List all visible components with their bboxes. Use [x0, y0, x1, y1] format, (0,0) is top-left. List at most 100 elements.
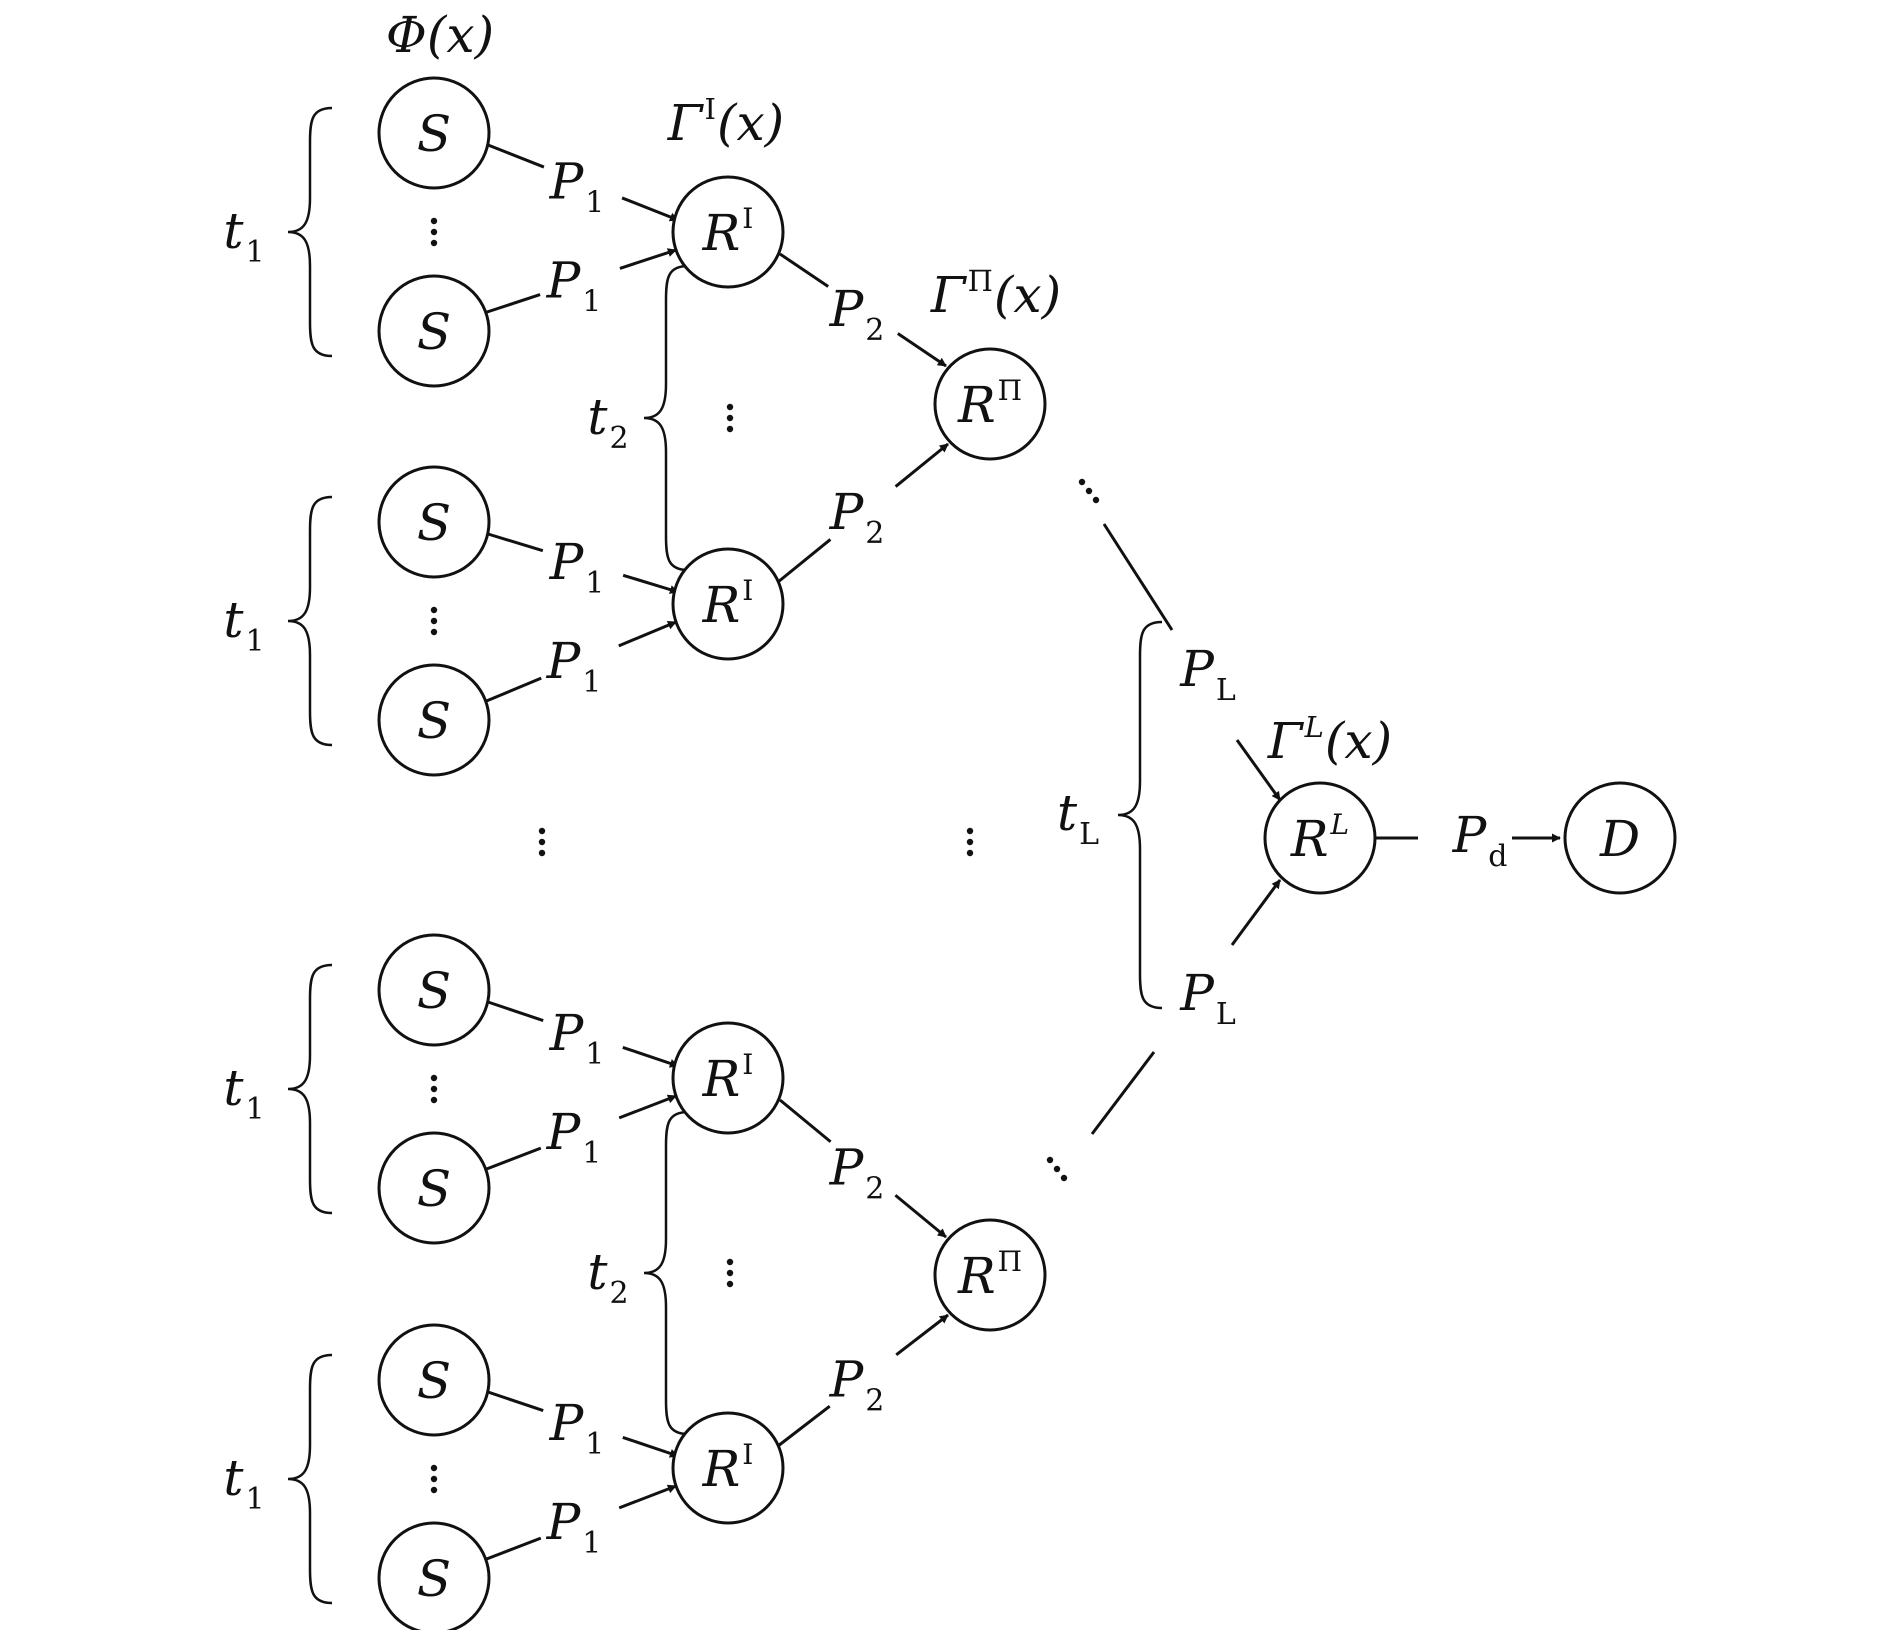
labels: t1P1P1t1P1P1t1P1P1t1P1P1P2P2t2P2P2t2PLPL…: [223, 6, 1507, 1561]
label-phi: Φ(x): [386, 6, 494, 64]
source-node-2-bottom-circle: [377, 663, 491, 777]
edge-p2-2-bottom-a: [777, 1404, 831, 1448]
relay-II-node-2: RΠ: [933, 1218, 1047, 1332]
edge-p1-1-top-label: P1: [549, 153, 605, 221]
edge-p1-2-bottom-label: P1: [546, 632, 602, 700]
edge-p2-2-bottom-b: [895, 1313, 949, 1357]
label-pL-top: PL: [1179, 640, 1236, 708]
source-node-4-top-label: S: [417, 1352, 451, 1410]
edge-p1-4-top-a: [487, 1390, 544, 1413]
source-node-2-bottom-label: S: [417, 692, 451, 750]
relay-I-node-2-circle: [671, 547, 785, 661]
edge-p1-4-bottom-b: [618, 1484, 677, 1510]
relay-I-node-1: RI: [671, 175, 785, 289]
relay-L-node: RL: [1263, 781, 1377, 895]
edge-p2-2-top-label: P2: [829, 1139, 885, 1207]
source-node-4-bottom: S: [377, 1521, 491, 1630]
source-node-3-top-circle: [377, 933, 491, 1047]
relay-II-column-dots: [966, 827, 974, 857]
source-node-1-top-label: S: [417, 105, 451, 163]
relay-I-node-2-label: RI: [702, 574, 754, 634]
brace-tL: [1117, 620, 1163, 1010]
edge-p1-4-top-label: P1: [549, 1394, 605, 1462]
edge-p1-2-bottom-a: [483, 676, 542, 704]
source-node-3-bottom-label: S: [417, 1160, 451, 1218]
edge-p1-3-top-label: P1: [549, 1004, 605, 1072]
source-node-4-bottom-label: S: [417, 1550, 451, 1608]
label-gamma-II: ΓΠ(x): [930, 264, 1061, 324]
label-t1-3: t1: [223, 1059, 264, 1127]
relay-I-node-4: RI: [671, 1411, 785, 1525]
source-node-1-top-circle: [377, 76, 491, 190]
source-node-3-bottom-circle: [377, 1131, 491, 1245]
relay-II-node-2-label: RΠ: [957, 1245, 1022, 1305]
relay-II-node-1-label: RΠ: [957, 374, 1022, 434]
edges: [483, 143, 1561, 1562]
source-node-2-top-label: S: [417, 494, 451, 552]
edge-p1-3-bottom-label: P1: [546, 1103, 602, 1171]
relay-II-node-2-circle: [933, 1218, 1047, 1332]
source-node-4-top-circle: [377, 1323, 491, 1437]
relay-I-node-3-label: RI: [702, 1048, 754, 1108]
edge-p1-2-top-label: P1: [549, 533, 605, 601]
source-dots-3: [430, 1074, 438, 1104]
relay-I-node-3-circle: [671, 1021, 785, 1135]
edge-p1-2-bottom-b: [618, 620, 677, 648]
edge-p1-3-top-b: [622, 1045, 679, 1068]
relay-I-node-2: RI: [671, 547, 785, 661]
edge-p2-1-top-label: P2: [829, 280, 885, 348]
ellipsis-marks: [430, 217, 1100, 1494]
edge-p1-4-bottom-label: P1: [546, 1493, 602, 1561]
source-node-3-bottom: S: [377, 1131, 491, 1245]
edge-p1-4-top-b: [622, 1435, 679, 1458]
edge-pL-top-b: [1235, 739, 1282, 801]
brace-t2-2: [643, 1110, 689, 1436]
edge-p2-1-top-a: [779, 252, 830, 288]
relay-II-node-1: RΠ: [933, 347, 1047, 461]
label-gamma-L: ΓL(x): [1267, 710, 1392, 770]
source-node-2-top-circle: [377, 465, 491, 579]
relay-I-node-4-label: RI: [702, 1438, 754, 1498]
relay-I-node-3: RI: [671, 1021, 785, 1135]
brace-t1-3: [287, 963, 333, 1215]
source-node-4-bottom-circle: [377, 1521, 491, 1630]
diag-dots-top: [1078, 478, 1100, 504]
source-node-3-top: S: [377, 933, 491, 1047]
edge-p2-1-top-b: [896, 332, 947, 368]
label-t1-2: t1: [223, 591, 264, 659]
edge-p1-2-top-a: [487, 532, 544, 553]
edge-p1-3-top-a: [487, 1000, 544, 1023]
label-tL: tL: [1057, 784, 1099, 852]
edge-p2-2-bottom-label: P2: [829, 1351, 885, 1419]
source-node-1-bottom-label: S: [417, 303, 451, 361]
edge-p1-3-bottom-b: [618, 1094, 677, 1120]
edge-p1-1-bottom-b: [619, 248, 677, 270]
edge-p2-1-bottom-b: [894, 442, 949, 488]
edge-p1-3-bottom-a: [483, 1146, 542, 1172]
edge-p1-1-top-b: [621, 196, 679, 222]
source-dots-1: [430, 217, 438, 247]
edge-p2-2-top-b: [894, 1194, 947, 1239]
label-t1-4: t1: [223, 1449, 264, 1517]
label-t2-1: t2: [587, 388, 628, 456]
source-dots-2: [430, 606, 438, 636]
edge-p1-1-bottom-label: P1: [546, 252, 602, 320]
edge-pL-bottom-b: [1230, 879, 1282, 946]
label-t2-2: t2: [587, 1243, 628, 1311]
source-node-2-bottom: S: [377, 663, 491, 777]
diag-dots-bottom: [1046, 1156, 1068, 1182]
destination-node-circle: [1563, 781, 1677, 895]
edge-p2-2-top-a: [779, 1098, 832, 1143]
source-node-2-top: S: [377, 465, 491, 579]
relay-L-node-circle: [1263, 781, 1377, 895]
brace-t1-1: [287, 106, 333, 358]
edge-pL-bottom-a: [1090, 1051, 1156, 1135]
source-node-1-bottom: S: [377, 274, 491, 388]
label-t1-1: t1: [223, 202, 264, 270]
relay-I-node-4-circle: [671, 1411, 785, 1525]
source-node-3-top-label: S: [417, 962, 451, 1020]
edge-p1-2-top-b: [622, 573, 679, 594]
label-gamma-I: ΓI(x): [667, 92, 784, 152]
